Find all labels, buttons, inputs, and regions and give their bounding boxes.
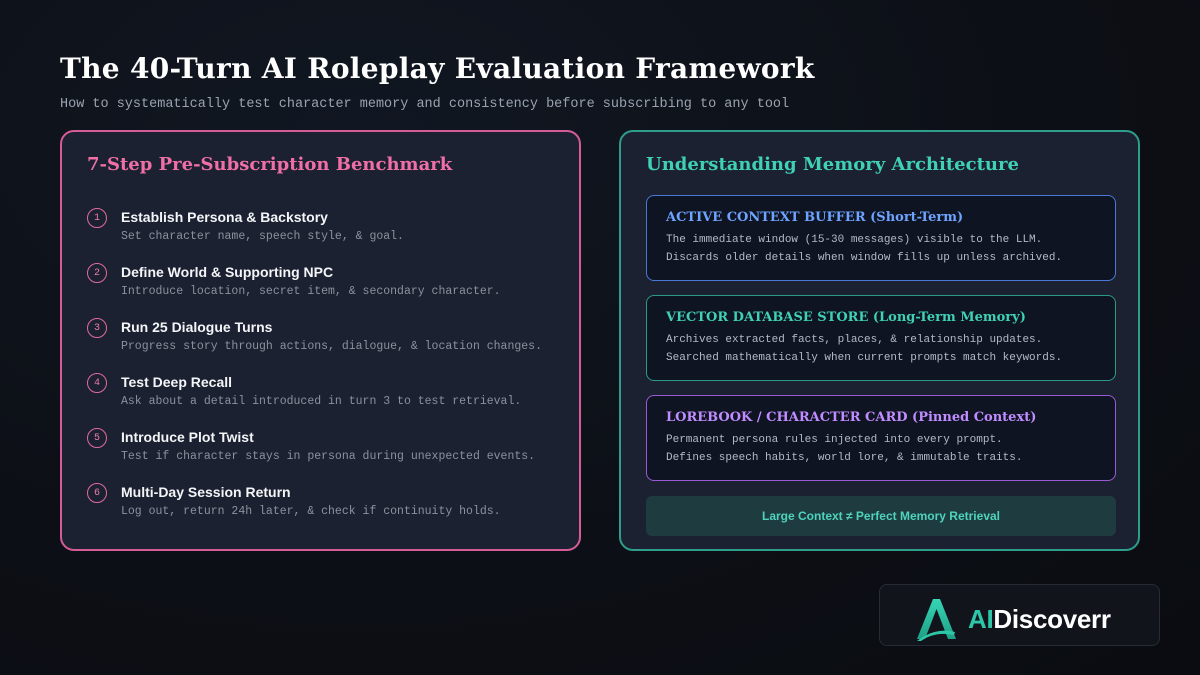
step-number-badge: 6 (87, 483, 107, 503)
card-line: Defines speech habits, world lore, & imm… (666, 452, 1023, 464)
card-description: The immediate window (15-30 messages) vi… (666, 231, 1096, 267)
brand-logo: AIDiscoverr (879, 584, 1160, 646)
card-line: Permanent persona rules injected into ev… (666, 434, 1003, 446)
card-line: Discards older details when window fills… (666, 252, 1063, 264)
step-title: Multi-Day Session Return (121, 484, 291, 500)
card-line: Archives extracted facts, places, & rela… (666, 334, 1043, 346)
context-buffer-card: ACTIVE CONTEXT BUFFER (Short-Term) The i… (646, 195, 1116, 281)
summary-banner: Large Context ≠ Perfect Memory Retrieval (646, 496, 1116, 536)
step-item: 5 Introduce Plot Twist Test if character… (87, 428, 557, 483)
card-title: VECTOR DATABASE STORE (Long-Term Memory) (666, 310, 1026, 325)
step-description: Progress story through actions, dialogue… (121, 340, 542, 353)
step-description: Set character name, speech style, & goal… (121, 230, 404, 243)
page-subtitle: How to systematically test character mem… (60, 97, 790, 112)
brand-name-prefix: AI (968, 604, 994, 634)
step-title: Run 25 Dialogue Turns (121, 319, 273, 335)
step-item: 6 Multi-Day Session Return Log out, retu… (87, 483, 557, 538)
lorebook-card: LOREBOOK / CHARACTER CARD (Pinned Contex… (646, 395, 1116, 481)
card-description: Permanent persona rules injected into ev… (666, 431, 1096, 467)
step-item: 3 Run 25 Dialogue Turns Progress story t… (87, 318, 557, 373)
memory-panel-title: Understanding Memory Architecture (646, 154, 1019, 175)
step-description: Log out, return 24h later, & check if co… (121, 505, 501, 518)
step-item: 1 Establish Persona & Backstory Set char… (87, 208, 557, 263)
benchmark-panel: 7-Step Pre-Subscription Benchmark 1 Esta… (60, 130, 581, 551)
card-title: ACTIVE CONTEXT BUFFER (Short-Term) (666, 210, 964, 225)
step-item: 4 Test Deep Recall Ask about a detail in… (87, 373, 557, 428)
step-number-badge: 1 (87, 208, 107, 228)
step-description: Introduce location, secret item, & secon… (121, 285, 501, 298)
benchmark-panel-title: 7-Step Pre-Subscription Benchmark (87, 154, 453, 175)
brand-name-suffix: Discoverr (993, 604, 1111, 634)
card-description: Archives extracted facts, places, & rela… (666, 331, 1096, 367)
step-title: Introduce Plot Twist (121, 429, 254, 445)
vector-store-card: VECTOR DATABASE STORE (Long-Term Memory)… (646, 295, 1116, 381)
step-number-badge: 3 (87, 318, 107, 338)
step-description: Test if character stays in persona durin… (121, 450, 536, 463)
page-title: The 40-Turn AI Roleplay Evaluation Frame… (60, 52, 815, 85)
brand-name: AIDiscoverr (968, 604, 1111, 634)
card-title: LOREBOOK / CHARACTER CARD (Pinned Contex… (666, 410, 1037, 425)
a-letter-logo-icon (917, 599, 956, 641)
step-title: Test Deep Recall (121, 374, 233, 390)
step-list: 1 Establish Persona & Backstory Set char… (87, 208, 557, 538)
card-line: The immediate window (15-30 messages) vi… (666, 234, 1043, 246)
step-item: 2 Define World & Supporting NPC Introduc… (87, 263, 557, 318)
step-title: Define World & Supporting NPC (121, 264, 334, 280)
step-number-badge: 4 (87, 373, 107, 393)
step-number-badge: 2 (87, 263, 107, 283)
step-number-badge: 5 (87, 428, 107, 448)
step-title: Establish Persona & Backstory (121, 209, 328, 225)
memory-architecture-panel: Understanding Memory Architecture ACTIVE… (619, 130, 1140, 551)
card-line: Searched mathematically when current pro… (666, 352, 1063, 364)
step-description: Ask about a detail introduced in turn 3 … (121, 395, 522, 408)
